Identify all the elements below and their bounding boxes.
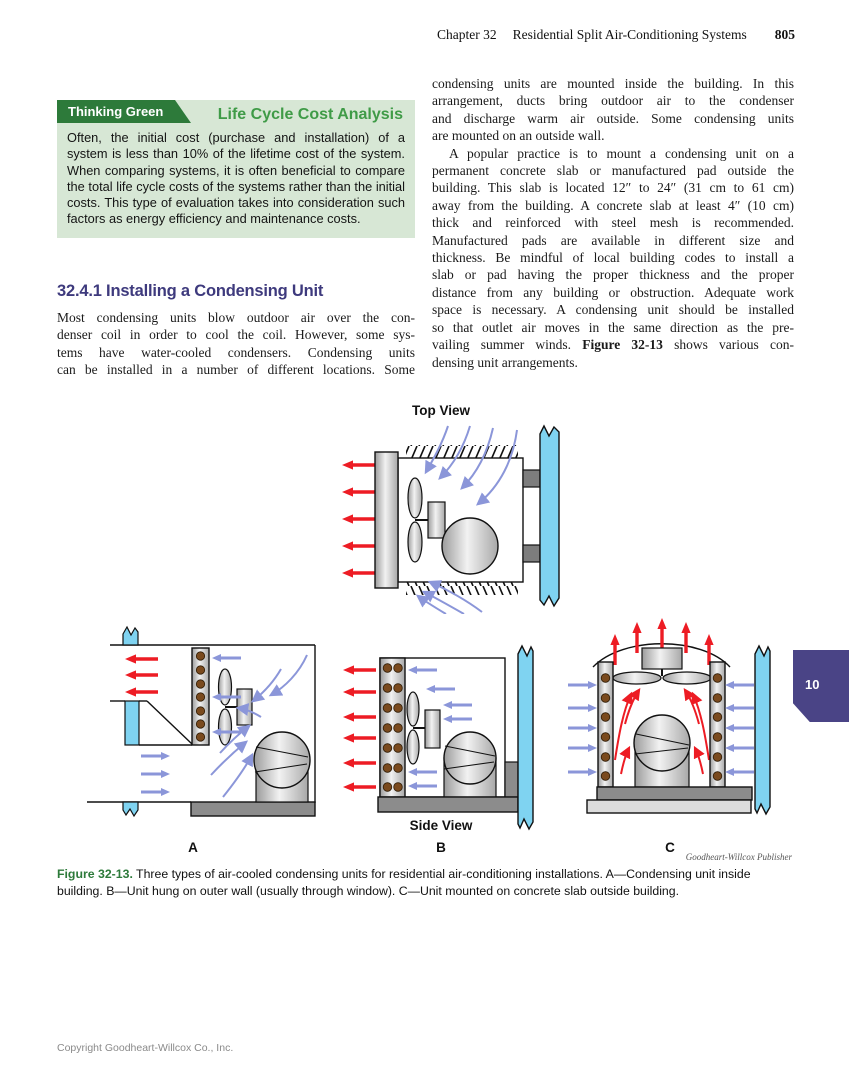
text-line: can be installed in a number of differen… (57, 362, 415, 377)
fan-motor (641, 647, 683, 670)
copyright-line: Copyright Goodheart-Willcox Co., Inc. (57, 1042, 234, 1054)
building-wall (517, 644, 534, 831)
diagram-a-label: A (188, 840, 198, 855)
figure-caption: Figure 32-13. Three types of air-cooled … (57, 866, 793, 899)
chapter-number: Chapter 32 (437, 27, 497, 42)
text-line: space is necessary. A condensing unit sh… (432, 302, 794, 318)
fan-motor (424, 709, 441, 749)
figure-caption-lead: Figure 32-13. (57, 867, 133, 881)
text-line: condensing units are mounted inside the … (432, 76, 794, 91)
text-line: Most condensing units blow outdoor air o… (57, 309, 415, 325)
bottom-grille-hatch (406, 582, 518, 595)
wall-stub (122, 625, 139, 646)
wall-stub (122, 801, 139, 818)
section-heading: 32.4.1 Installing a Condensing Unit (57, 281, 324, 300)
text-line: Often, the initial cost (purchase and in… (67, 130, 405, 145)
text-line: vailing summer winds. Figure 32-13 shows… (432, 336, 794, 353)
text-line: permanent concrete slab or manufactured … (432, 163, 794, 179)
coil-tubes (195, 651, 206, 742)
diagram-c-outside-slab (568, 618, 771, 816)
right-column: condensing units are mounted inside the … (432, 75, 794, 371)
body-paragraph: Most condensing units blow outdoor air o… (57, 309, 415, 379)
text-run: shows various con- (662, 337, 794, 353)
publisher-credit: Goodheart-Willcox Publisher (685, 852, 792, 862)
thinking-green-title: Life Cycle Cost Analysis (217, 106, 403, 123)
compressor (253, 731, 311, 789)
thinking-green-text: Often, the initial cost (purchase and in… (67, 130, 405, 228)
base-slab (377, 796, 519, 813)
condenser-coil (374, 451, 399, 589)
unit-number-tab: 10 (793, 650, 849, 722)
chapter-title: Residential Split Air-Conditioning Syste… (512, 27, 747, 42)
text-line: so that outlet air moves in the same dir… (432, 319, 794, 335)
text-line: thick and reinforced with steel mesh is … (432, 215, 794, 231)
inlet-air-arrows (141, 654, 308, 798)
text-line: are mounted on an outside wall. (432, 128, 605, 144)
diagram-b-label: B (436, 840, 446, 855)
compressor (633, 714, 691, 772)
discharge-air-arrows (125, 654, 158, 697)
concrete-slab (596, 786, 753, 801)
page-number: 805 (774, 27, 795, 42)
text-line: tems have water-cooled condensers. Conde… (57, 344, 415, 360)
top-view-label: Top View (411, 403, 470, 418)
coil-tubes (600, 673, 723, 781)
text-line: the total life cycle costs of the system… (67, 178, 405, 194)
body-paragraph: A popular practice is to mount a condens… (432, 145, 794, 371)
figure-caption-text: Three types of air-cooled condensing uni… (57, 867, 751, 898)
text-line: building. This slab is located 12″ to 24… (432, 180, 794, 196)
wall-bracket (522, 469, 541, 488)
inlet-air-arrows (415, 425, 518, 614)
compressor (441, 517, 499, 575)
text-line: factors as energy efficiency and mainten… (67, 211, 361, 227)
base-slab (190, 801, 316, 817)
discharge-air-arrows (343, 665, 376, 792)
diagram-b-wall-hung (343, 644, 534, 831)
fan-motor (427, 501, 446, 539)
coil-tubes (382, 663, 403, 792)
fan-icon (406, 691, 425, 765)
side-view-label: Side View (409, 818, 473, 833)
thinking-green-box: Thinking Green Life Cycle Cost Analysis … (57, 100, 415, 238)
fan-icon (612, 671, 712, 685)
text-line: slab or pad having the proper thickness … (432, 267, 794, 283)
text-line: Manufactured pads are available in diffe… (432, 232, 794, 248)
running-head: Chapter 32 Residential Split Air-Conditio… (437, 27, 795, 43)
outlet-air-arrows (342, 460, 375, 578)
building-wall (539, 424, 560, 608)
left-column: Thinking Green Life Cycle Cost Analysis … (57, 85, 415, 378)
duct-transition (146, 700, 193, 745)
wall-bracket (522, 544, 541, 563)
text-line: system is less than 10% of the lifetime … (67, 146, 405, 162)
text-line: When comparing systems, it is often bene… (67, 162, 405, 178)
text-line: densing unit arrangements. (432, 354, 578, 370)
wall-section (124, 700, 140, 746)
compressor (443, 731, 497, 785)
text-run: vailing summer winds. (432, 337, 583, 353)
text-line: away from the building. A concrete slab … (432, 197, 794, 213)
text-line: thickness. Be mindful of local building … (432, 250, 794, 266)
diagram-c-label: C (665, 840, 675, 855)
concrete-slab-base (586, 799, 752, 814)
text-line: distance from any building or obstructio… (432, 284, 794, 300)
thinking-green-body: Life Cycle Cost Analysis Often, the init… (57, 100, 415, 238)
diagram-a-inside-building (87, 625, 316, 818)
fan-motor (236, 688, 253, 726)
wall-bracket (504, 761, 519, 798)
text-line: costs. This type of evaluation takes int… (67, 195, 405, 211)
top-view-diagram (342, 424, 560, 614)
text-line: arrangement, ducts bring outdoor air to … (432, 93, 794, 109)
fan-icon (217, 668, 237, 746)
text-line: and discharge warm air outside. Some con… (432, 110, 794, 126)
text-line: denser coil in order to cool the coil. H… (57, 327, 415, 343)
thinking-green-tab: Thinking Green (57, 100, 191, 123)
figure-reference: Figure 32-13 (582, 337, 663, 353)
fan-icon (407, 477, 430, 563)
body-paragraph: condensing units are mounted inside the … (432, 75, 794, 145)
internal-air-arrows (614, 688, 710, 775)
building-wall (754, 644, 771, 816)
text-line: A popular practice is to mount a condens… (449, 145, 794, 161)
top-grille-hatch (406, 445, 518, 458)
